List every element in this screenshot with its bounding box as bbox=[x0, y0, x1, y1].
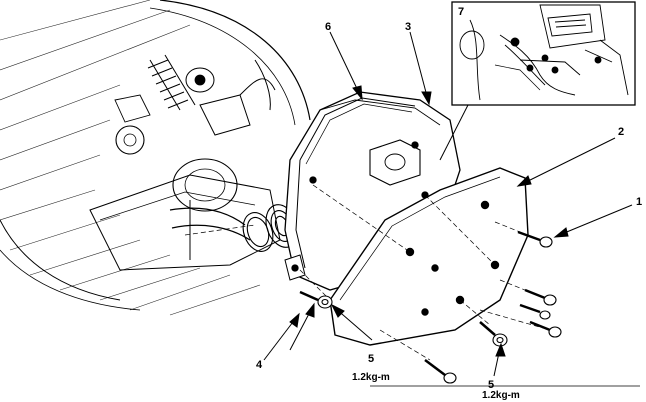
engine-background bbox=[0, 0, 311, 316]
callout-5-left: 5 bbox=[368, 353, 374, 365]
callout-2: 2 bbox=[618, 126, 624, 138]
torque-spec-right: 1.2kg-m bbox=[482, 390, 520, 401]
callout-3: 3 bbox=[405, 21, 411, 33]
callout-4-leader bbox=[263, 312, 300, 361]
callout-5-right: 5 bbox=[488, 379, 494, 391]
bolt-5-left bbox=[299, 290, 333, 309]
callout-6: 6 bbox=[325, 21, 331, 33]
screws bbox=[299, 230, 562, 384]
screw-1 bbox=[517, 230, 553, 248]
air-cleaner-cover bbox=[329, 167, 529, 346]
screw-bottom bbox=[424, 359, 457, 384]
screw-cover-b bbox=[529, 320, 562, 338]
detail-inset: 7 bbox=[451, 1, 636, 106]
callout-1: 1 bbox=[636, 196, 642, 208]
screw-cover-c bbox=[519, 303, 551, 320]
leader-lines bbox=[289, 31, 633, 377]
callout-4: 4 bbox=[256, 359, 263, 371]
torque-spec-left: 1.2kg-m bbox=[352, 372, 390, 383]
air-cleaner-seal bbox=[295, 97, 416, 269]
callout-7: 7 bbox=[458, 6, 464, 18]
bolt-5-right bbox=[479, 321, 508, 347]
screw-cover-a bbox=[524, 288, 557, 306]
